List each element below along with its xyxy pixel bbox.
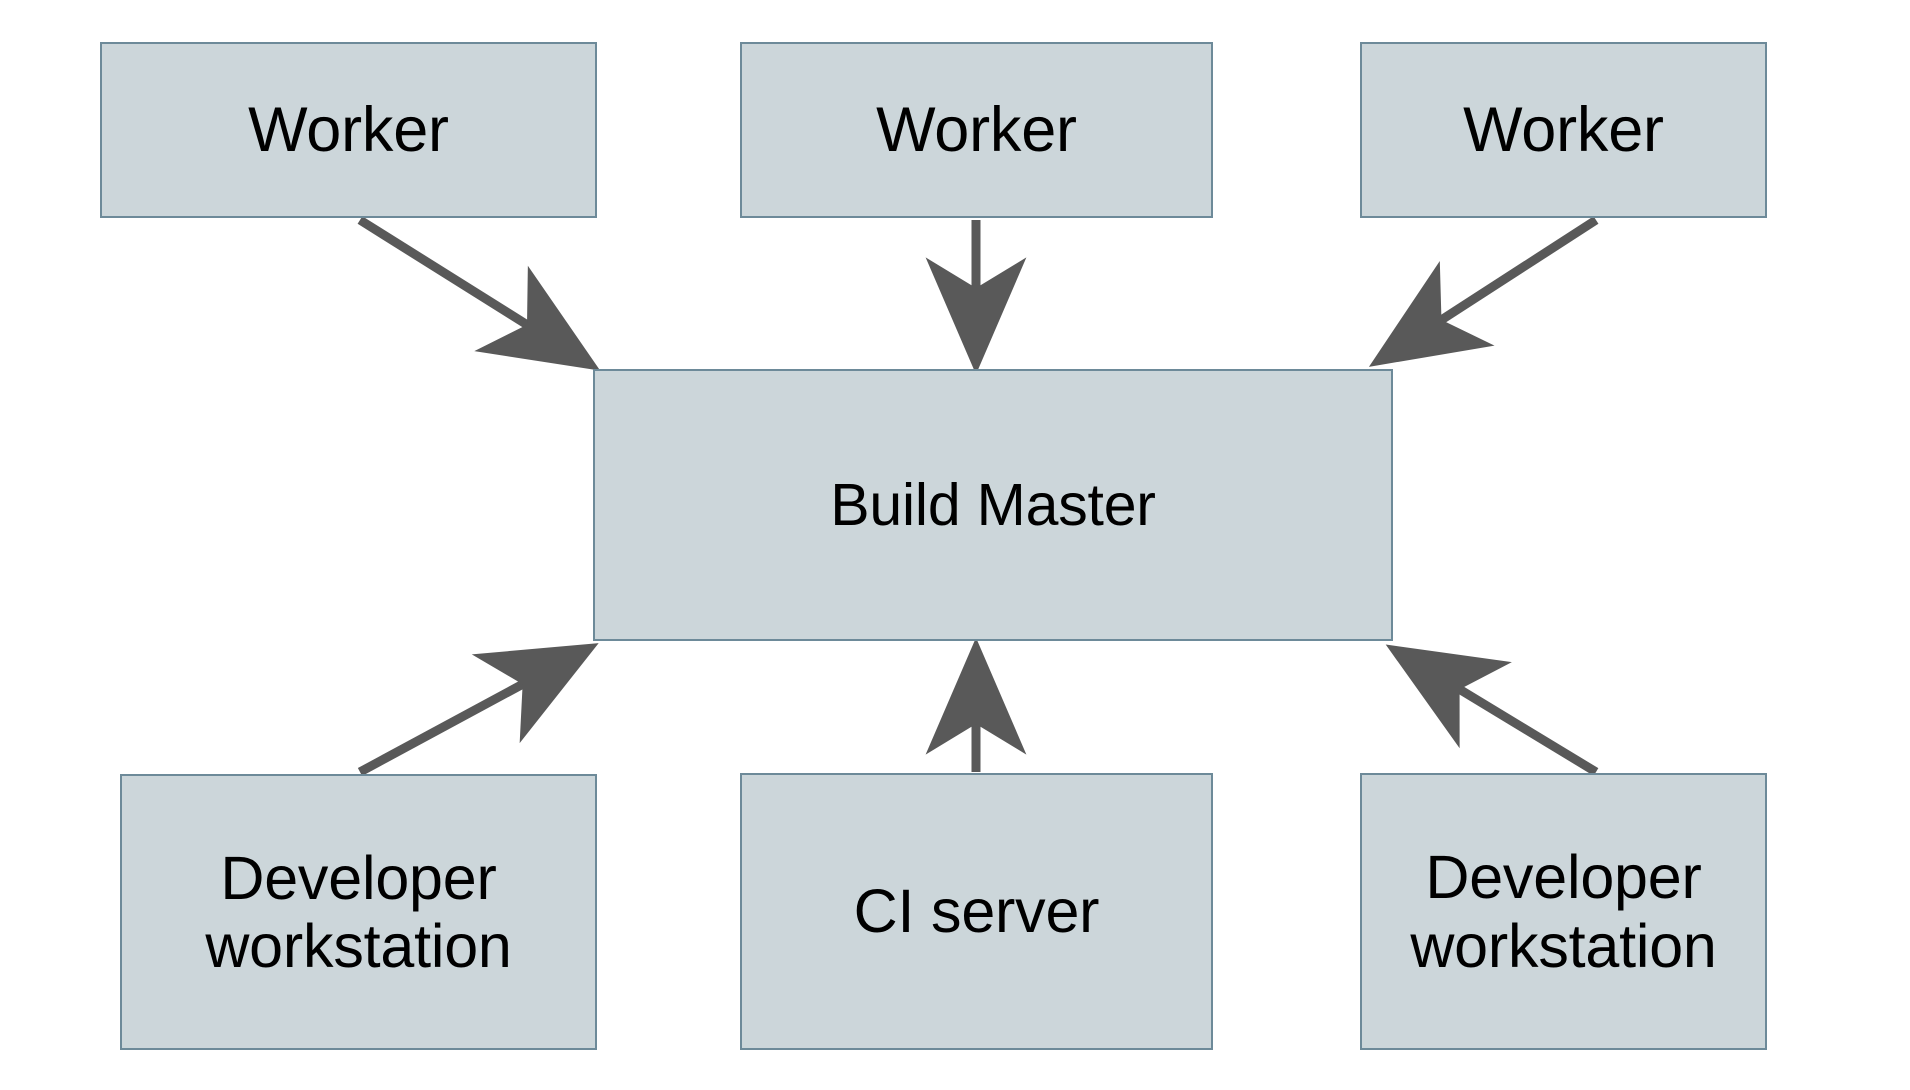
node-developer-workstation-right-label: Developer workstation — [1410, 843, 1717, 980]
node-worker-2[interactable]: Worker — [740, 42, 1213, 218]
edge-dev2-to-master — [1385, 644, 1599, 776]
node-build-master-label: Build Master — [830, 471, 1156, 538]
node-worker-1-label: Worker — [248, 94, 449, 165]
node-developer-workstation-left-label: Developer workstation — [205, 843, 512, 980]
edge-worker1-to-master — [357, 216, 601, 371]
node-build-master[interactable]: Build Master — [593, 369, 1393, 641]
node-worker-2-label: Worker — [876, 94, 1077, 165]
node-worker-1[interactable]: Worker — [100, 42, 597, 218]
node-developer-workstation-right[interactable]: Developer workstation — [1360, 773, 1767, 1050]
node-ci-server[interactable]: CI server — [740, 773, 1213, 1050]
node-developer-workstation-left[interactable]: Developer workstation — [120, 774, 597, 1050]
node-worker-3[interactable]: Worker — [1360, 42, 1767, 218]
node-worker-3-label: Worker — [1463, 94, 1664, 165]
node-ci-server-label: CI server — [853, 877, 1100, 946]
edge-dev1-to-master — [357, 643, 599, 776]
edge-worker3-to-master — [1368, 216, 1599, 367]
